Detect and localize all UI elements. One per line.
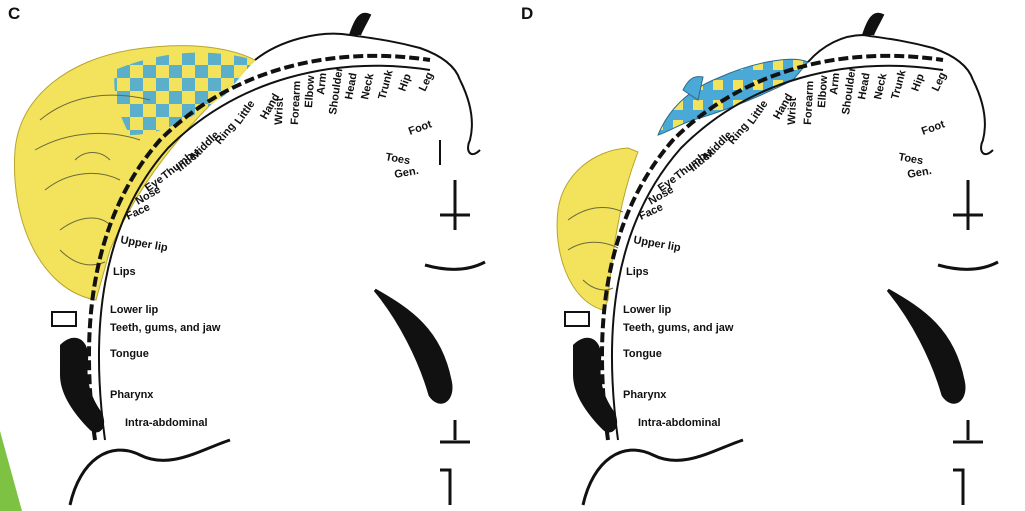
label: Intra-abdominal xyxy=(125,417,208,429)
label: Upper lip xyxy=(632,234,681,254)
tongue-figure xyxy=(573,338,617,433)
label: Tongue xyxy=(110,348,149,360)
label: Head xyxy=(856,72,872,101)
label: Pharynx xyxy=(623,389,667,401)
label: Tongue xyxy=(623,348,662,360)
teeth-figure xyxy=(52,312,76,326)
label: Little xyxy=(746,98,771,126)
label: Forearm xyxy=(802,80,816,125)
panel-c: Leg Hip Trunk Neck Head Shoulder Arm Elb… xyxy=(0,0,512,511)
label: Foot xyxy=(920,118,947,138)
label: Leg xyxy=(930,70,949,93)
label: Hip xyxy=(910,72,927,93)
label: Gen. xyxy=(393,165,419,181)
label: Face xyxy=(637,201,665,222)
label: Elbow xyxy=(816,75,830,109)
panel-letter: D xyxy=(521,4,533,24)
label: Neck xyxy=(359,72,376,101)
teeth-figure xyxy=(565,312,589,326)
label: Pharynx xyxy=(110,389,154,401)
label: Foot xyxy=(407,118,434,138)
label: Arm xyxy=(315,72,329,95)
label: Shoulder xyxy=(327,66,346,116)
label: Forearm xyxy=(289,80,303,125)
label: Teeth, gums, and jaw xyxy=(623,322,734,334)
label: Hip xyxy=(397,72,414,93)
homunculus-diagram-d: Leg Hip Trunk Neck Head Shoulder Arm Elb… xyxy=(513,0,1025,511)
label: Trunk xyxy=(889,68,909,101)
label: Intra-abdominal xyxy=(638,417,721,429)
label: Lips xyxy=(113,266,136,278)
label: Gen. xyxy=(906,165,932,181)
label: Arm xyxy=(828,72,842,95)
label: Leg xyxy=(417,70,436,93)
label: Toes xyxy=(384,151,411,167)
label: Shoulder xyxy=(840,66,859,116)
label: Trunk xyxy=(376,68,396,101)
label: Toes xyxy=(897,151,924,167)
label: Teeth, gums, and jaw xyxy=(110,322,221,334)
label: Lower lip xyxy=(110,304,159,316)
label: Elbow xyxy=(303,75,317,109)
panel-d: Leg Hip Trunk Neck Head Shoulder Arm Elb… xyxy=(513,0,1025,511)
label: Neck xyxy=(872,72,889,101)
label: Lower lip xyxy=(623,304,672,316)
label: Head xyxy=(343,72,359,101)
label: Upper lip xyxy=(119,234,168,254)
brain-outline xyxy=(70,180,485,505)
panel-letter: C xyxy=(8,4,20,24)
label: Lips xyxy=(626,266,649,278)
brain-outline xyxy=(583,180,998,505)
homunculus-diagram-c: Leg Hip Trunk Neck Head Shoulder Arm Elb… xyxy=(0,0,512,511)
face-overlay xyxy=(557,148,638,310)
tongue-figure xyxy=(60,338,104,433)
label: Little xyxy=(233,98,258,126)
